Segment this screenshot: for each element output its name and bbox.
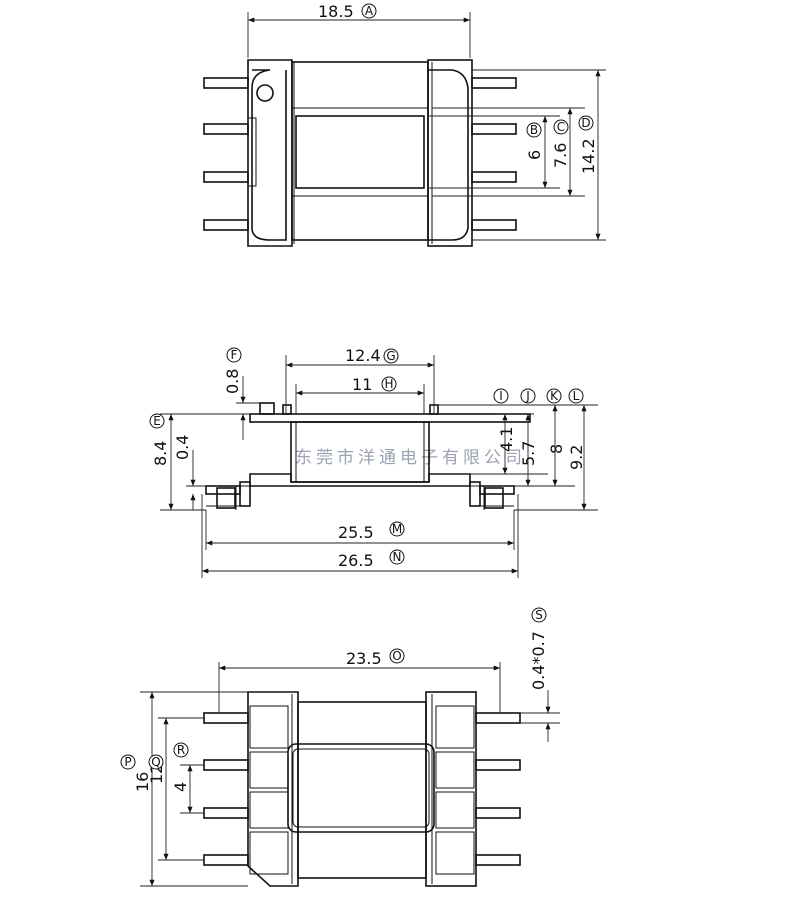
label-o-circle: O (389, 648, 405, 664)
svg-text:A: A (365, 4, 374, 18)
dim-h-value: 11 (352, 375, 372, 394)
label-b-circle: B (526, 122, 542, 138)
svg-text:Q: Q (151, 755, 160, 769)
label-m-circle: M (389, 521, 405, 537)
svg-text:P: P (124, 755, 131, 769)
dim-i-value: 4.1 (497, 427, 516, 452)
label-g-circle: G (383, 348, 399, 364)
dim-k-value: 8 (547, 444, 566, 454)
svg-text:H: H (384, 377, 393, 391)
svg-text:J: J (525, 389, 530, 403)
svg-text:O: O (392, 649, 401, 663)
dim-b-value: 6 (525, 150, 544, 160)
dim-o-value: 23.5 (346, 649, 382, 668)
side-view: 东莞市洋通电子有限公司 12.4 (149, 346, 598, 578)
label-a-circle: A (361, 3, 377, 19)
svg-text:B: B (530, 123, 538, 137)
label-j-circle: J (520, 388, 536, 404)
bottom-pins-right (475, 712, 521, 866)
dim-g-value: 12.4 (345, 346, 381, 365)
dim-m-value: 25.5 (338, 523, 374, 542)
label-f-circle: F (226, 347, 242, 363)
svg-text:M: M (392, 522, 402, 536)
svg-text:L: L (573, 389, 580, 403)
label-r-circle: R (173, 742, 189, 758)
label-p-circle: P (120, 754, 136, 770)
dim-p-value: 16 (133, 772, 152, 792)
top-view: 18.5 A (203, 2, 606, 247)
label-q-circle: Q (148, 754, 164, 770)
watermark-text: 东莞市洋通电子有限公司 (295, 448, 526, 468)
dim-d-value: 14.2 (579, 138, 598, 174)
label-k-circle: K (546, 388, 562, 404)
label-n-circle: N (389, 549, 405, 565)
svg-text:I: I (499, 389, 503, 403)
svg-text:C: C (557, 120, 565, 134)
svg-text:E: E (153, 414, 161, 428)
side-pin-right (479, 485, 515, 510)
label-d-circle: D (578, 115, 594, 131)
dim-r-value: 4 (171, 782, 190, 792)
bottom-pins-left (203, 712, 249, 866)
dim-a-value: 18.5 (318, 2, 354, 21)
dim-l-value: 9.2 (567, 445, 586, 470)
svg-text:S: S (535, 608, 543, 622)
dim-j-value: 5.7 (519, 441, 538, 466)
svg-text:D: D (581, 116, 590, 130)
bottom-view: 23.5 O (120, 607, 560, 887)
svg-text:N: N (393, 550, 402, 564)
svg-text:K: K (550, 389, 559, 403)
top-pins-right (471, 77, 517, 231)
dim-f-value: 0.8 (223, 369, 242, 394)
label-i-circle: I (493, 388, 509, 404)
label-h-circle: H (381, 376, 397, 392)
dim-s-value: 0.4*0.7 (529, 631, 548, 690)
svg-text:G: G (386, 349, 395, 363)
top-pins-left (203, 77, 249, 231)
svg-text:R: R (177, 743, 185, 757)
dim-n-value: 26.5 (338, 551, 374, 570)
label-c-circle: C (553, 119, 569, 135)
label-e-circle: E (149, 413, 165, 429)
side-pin-left (205, 485, 241, 510)
dim-e-value: 8.4 (151, 441, 170, 466)
dim-c-value: 7.6 (551, 143, 570, 168)
svg-text:F: F (231, 348, 238, 362)
dim-q-value: 12 (147, 764, 166, 784)
pin-1-marker (256, 84, 274, 102)
label-s-circle: S (531, 607, 547, 623)
dim-small-value: 0.4 (173, 435, 192, 460)
label-l-circle: L (568, 388, 584, 404)
